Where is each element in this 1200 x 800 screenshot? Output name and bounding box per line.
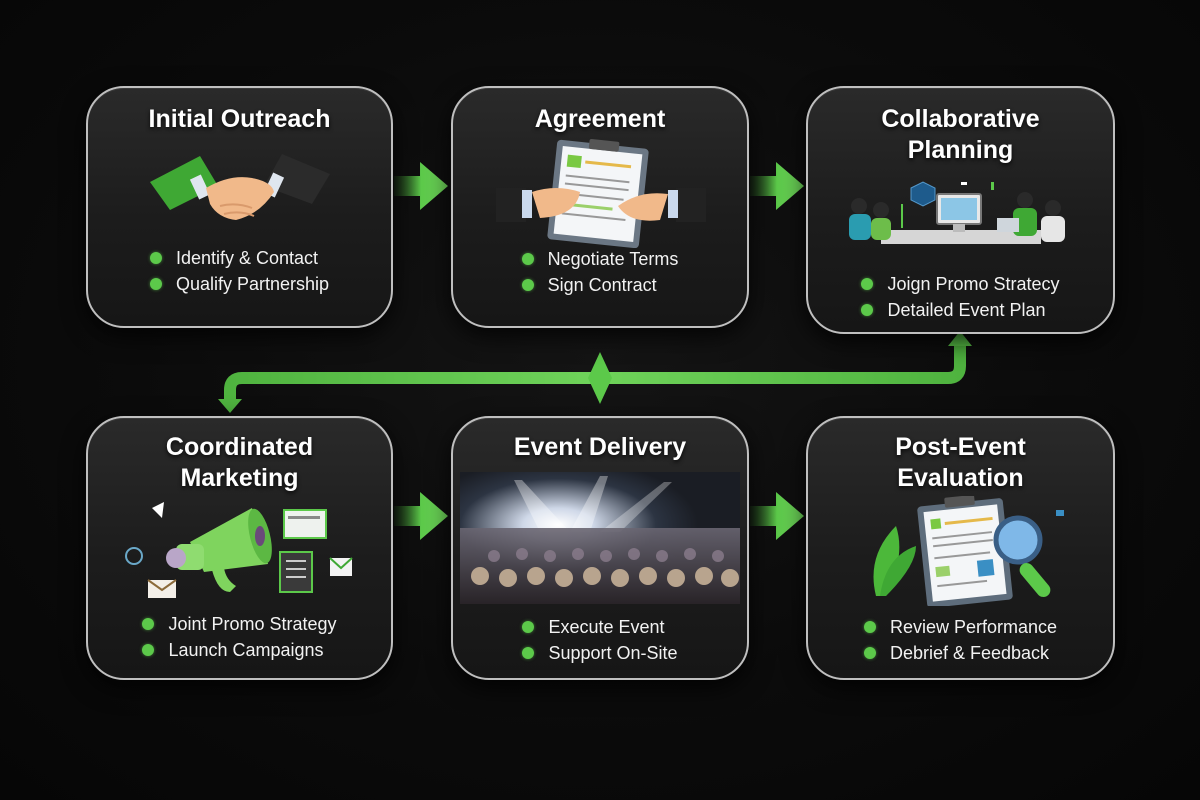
step-bullets: Negotiate Terms Sign Contract xyxy=(453,246,747,298)
step-card-coordinated-marketing: Coordinated Marketing Joint Promo Strate… xyxy=(86,416,393,680)
bullet-dot-icon xyxy=(861,278,874,290)
step-title: Post-Event Evaluation xyxy=(895,433,1026,492)
bullet-dot-icon xyxy=(149,252,162,264)
contract-handshake-icon xyxy=(453,138,747,248)
step-card-event-delivery: Event Delivery xyxy=(451,416,749,680)
step-title: Agreement xyxy=(534,105,666,133)
step-bullets: Joign Promo Stratecy Detailed Event Plan xyxy=(808,271,1113,323)
step-bullets: Joint Promo Strategy Launch Campaigns xyxy=(88,611,391,663)
team-meeting-icon xyxy=(808,180,1113,260)
bullet-dot-icon xyxy=(142,644,155,656)
bullet-item: Debrief & Feedback xyxy=(863,640,1057,666)
bullet-item: Qualify Partnership xyxy=(149,271,329,297)
bullet-dot-icon xyxy=(522,621,535,633)
step-title: Collaborative Planning xyxy=(881,105,1040,164)
step-bullets: Review Performance Debrief & Feedback xyxy=(808,614,1113,666)
bullet-item: Execute Event xyxy=(522,614,677,640)
bullet-dot-icon xyxy=(863,647,876,659)
step-card-post-event-evaluation: Post-Event Evaluation Review xyxy=(806,416,1115,680)
arrow-right-icon xyxy=(394,492,448,540)
step-title: Event Delivery xyxy=(513,433,687,461)
megaphone-icon xyxy=(88,500,391,600)
step-title: Initial Outreach xyxy=(148,105,331,133)
bullet-dot-icon xyxy=(142,618,155,630)
bullet-item: Identify & Contact xyxy=(149,245,329,271)
step-bullets: Identify & Contact Qualify Partnership xyxy=(88,245,391,297)
handshake-icon xyxy=(88,144,391,234)
bullet-item: Review Performance xyxy=(863,614,1057,640)
step-card-initial-outreach: Initial Outreach Identify & Contact Qual… xyxy=(86,86,393,328)
bullet-dot-icon xyxy=(521,253,534,265)
step-bullets: Execute Event Support On-Site xyxy=(453,614,747,666)
clipboard-magnifier-icon xyxy=(808,496,1113,606)
concert-crowd-photo xyxy=(453,472,747,604)
bullet-dot-icon xyxy=(863,621,876,633)
bullet-item: Joint Promo Strategy xyxy=(142,611,337,637)
step-card-collaborative-planning: Collaborative Planning Joign Promo Strat… xyxy=(806,86,1115,334)
bullet-dot-icon xyxy=(522,647,535,659)
bullet-dot-icon xyxy=(521,279,534,291)
bullet-item: Launch Campaigns xyxy=(142,637,336,663)
bullet-item: Detailed Event Plan xyxy=(861,297,1059,323)
diamond-junction-icon xyxy=(588,352,612,404)
arrow-right-icon xyxy=(750,162,804,210)
bullet-item: Sign Contract xyxy=(521,272,679,298)
arrow-right-icon xyxy=(750,492,804,540)
bullet-item: Support On-Site xyxy=(522,640,678,666)
bullet-dot-icon xyxy=(149,278,162,290)
arrow-right-icon xyxy=(394,162,448,210)
step-card-agreement: Agreement Negotiate Terms xyxy=(451,86,749,328)
bullet-dot-icon xyxy=(861,304,874,316)
step-title: Coordinated Marketing xyxy=(165,433,314,492)
bullet-item: Negotiate Terms xyxy=(521,246,678,272)
bullet-item: Joign Promo Stratecy xyxy=(861,271,1060,297)
